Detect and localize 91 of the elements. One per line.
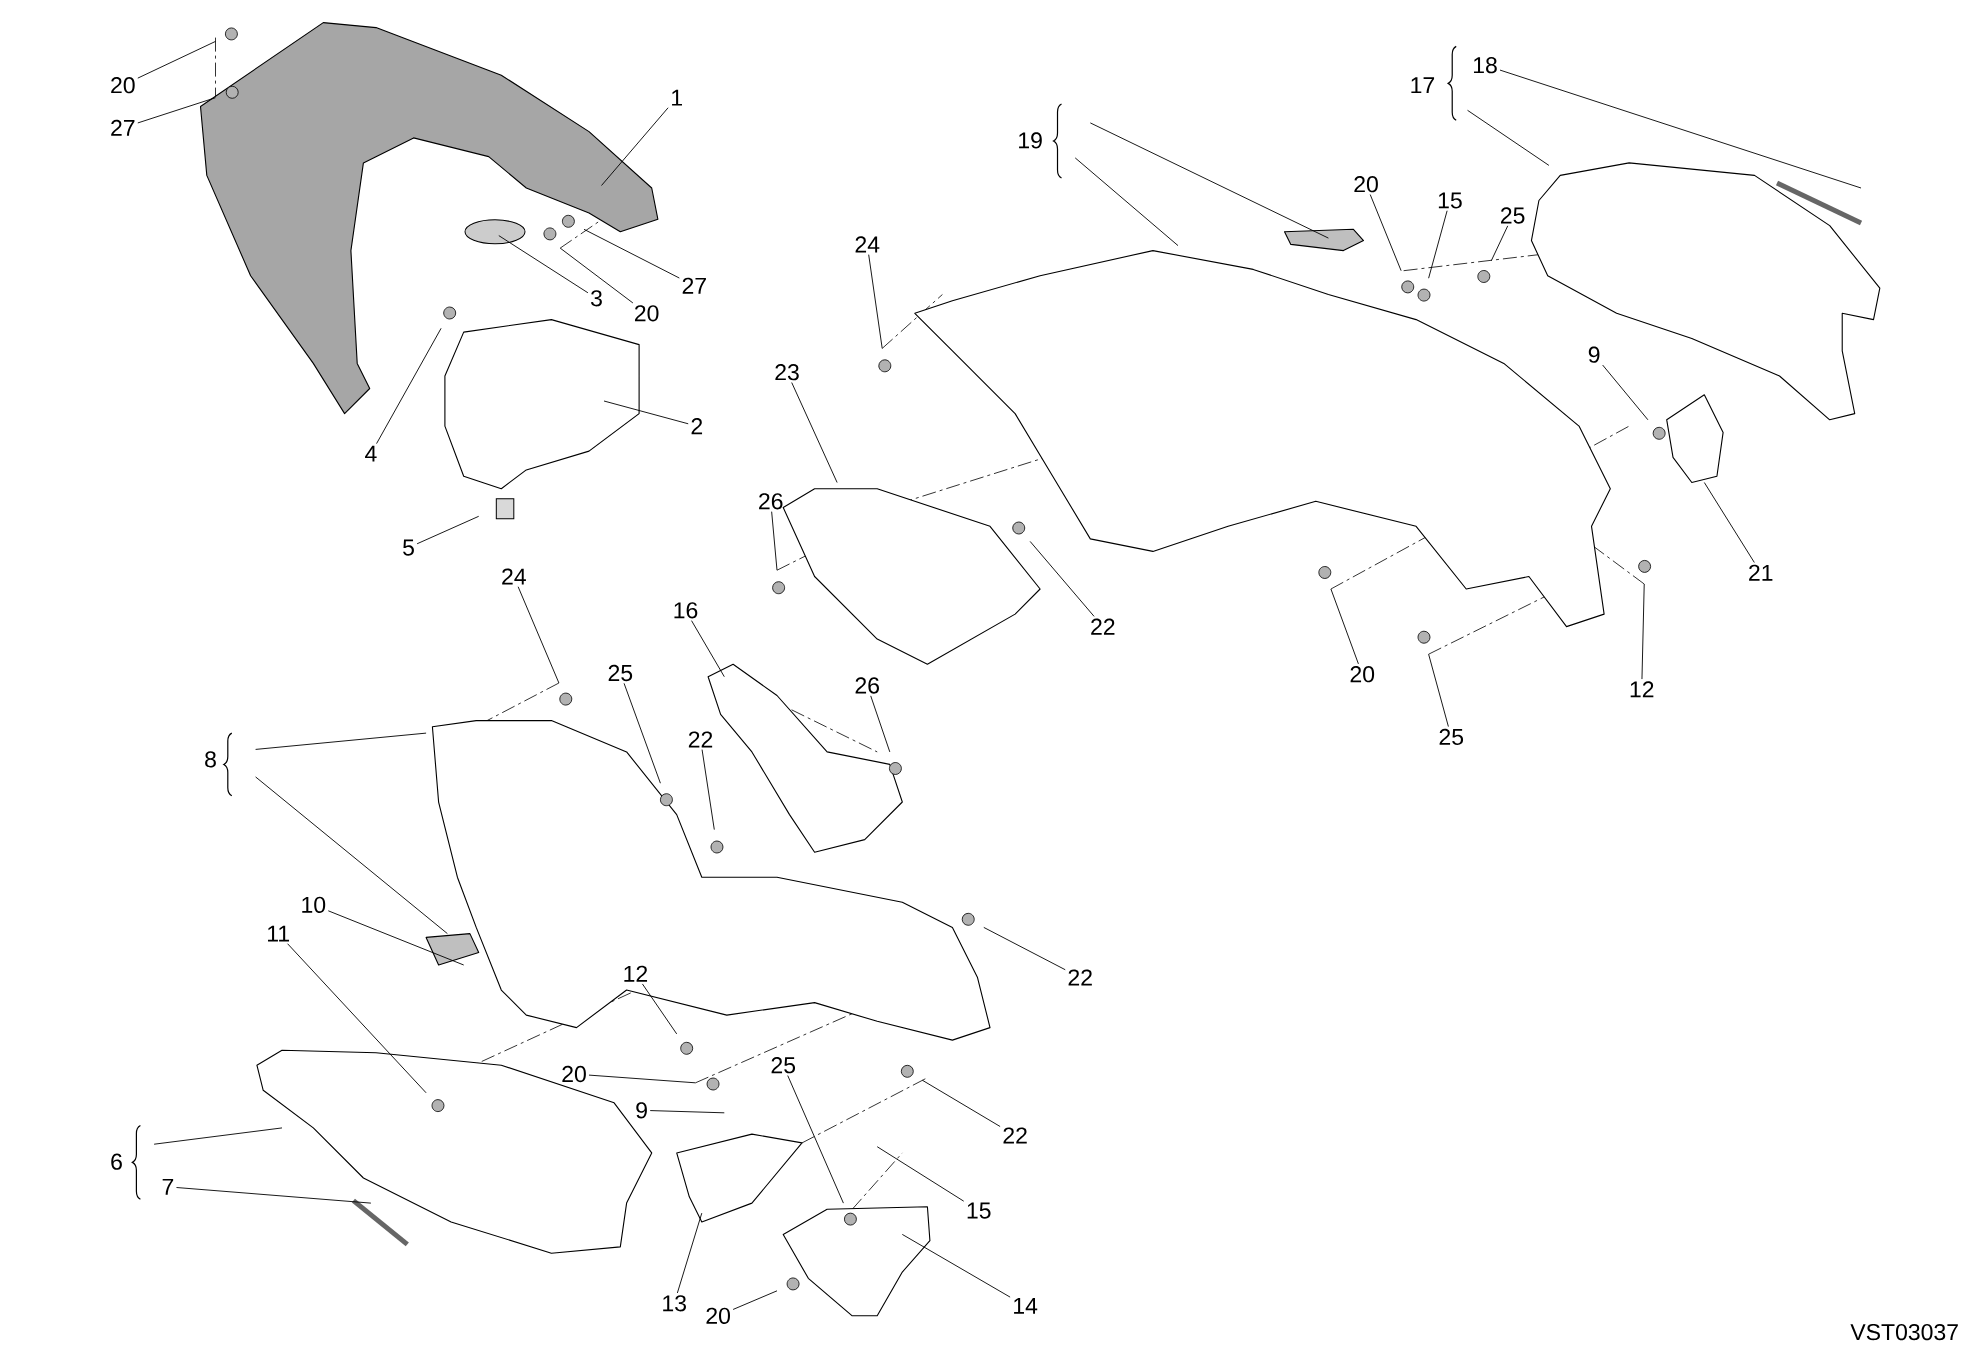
leader-line	[498, 235, 589, 294]
callout-number: 23	[775, 364, 799, 381]
leader-line	[517, 586, 560, 684]
callout-number: 25	[608, 664, 633, 682]
callout-number: 22	[688, 731, 713, 748]
callout-number: 11	[268, 925, 289, 942]
leader-line	[1641, 583, 1645, 680]
leader-line	[732, 1290, 778, 1310]
callout-number: 13	[663, 1295, 686, 1312]
callout-number: 16	[674, 602, 698, 619]
leader-line	[327, 910, 465, 966]
callout-number: 1	[672, 89, 682, 106]
callout-number: 19	[1019, 132, 1042, 149]
leader-line	[771, 511, 778, 571]
callout-number: 20	[635, 305, 659, 322]
leader-line	[1369, 194, 1402, 272]
callout-number: 12	[624, 965, 648, 982]
leader-line	[921, 1079, 1001, 1127]
callout-number: 10	[302, 896, 326, 913]
leader-line	[1428, 210, 1448, 279]
callout-number: 4	[365, 445, 377, 462]
leader-line	[787, 1075, 844, 1204]
leader-line	[649, 1110, 725, 1114]
leader-line	[983, 926, 1066, 971]
leader-line	[701, 749, 715, 831]
callout-number: 25	[1501, 207, 1525, 224]
leader-line	[255, 732, 427, 750]
callout-number: 20	[706, 1307, 730, 1324]
callout-number: 15	[1438, 192, 1462, 209]
callout-number: 22	[1091, 618, 1115, 635]
leader-line	[376, 327, 442, 445]
callout-number: 3	[591, 290, 602, 307]
leader-line	[901, 1233, 1011, 1298]
callout-number: 20	[562, 1065, 586, 1083]
leader-line	[1703, 482, 1755, 563]
leader-line	[1467, 109, 1550, 166]
callout-number: 26	[759, 493, 783, 510]
callout-number: 9	[1588, 346, 1600, 363]
leader-line	[1074, 157, 1179, 247]
leader-line	[137, 97, 216, 124]
callout-number: 25	[771, 1057, 796, 1074]
callout-number: 24	[855, 236, 880, 253]
callout-number: 27	[111, 119, 135, 136]
callout-number: 6	[111, 1153, 122, 1170]
leader-line	[1428, 653, 1449, 728]
drawing-number: VST03037	[1850, 1323, 1958, 1341]
leader-line	[176, 1187, 372, 1204]
callout-number: 25	[1439, 728, 1464, 746]
leader-line	[559, 247, 634, 304]
leader-line	[287, 943, 427, 1094]
callout-number: 20	[1350, 666, 1375, 683]
callout-number: 14	[1014, 1297, 1038, 1314]
leader-line	[583, 228, 680, 279]
callout-number: 22	[1068, 969, 1092, 986]
leader-line	[1602, 364, 1649, 421]
leader-line	[691, 620, 725, 678]
callout-number: 27	[682, 277, 706, 294]
callout-number: 20	[1354, 176, 1378, 193]
leader-line	[1029, 540, 1095, 617]
callout-number: 9	[636, 1102, 647, 1119]
leader-line	[876, 1146, 965, 1202]
callout-number: 26	[855, 677, 879, 694]
leader-line	[255, 776, 448, 935]
callout-number: 8	[205, 751, 216, 768]
leader-line	[1490, 225, 1509, 262]
leader-line	[137, 40, 216, 79]
leader-line	[1330, 588, 1359, 665]
callout-number: 12	[1630, 681, 1654, 698]
callout-number: 22	[1003, 1127, 1027, 1144]
callout-number: 5	[403, 539, 414, 556]
leader-line	[641, 983, 678, 1035]
callout-number: 17	[1411, 77, 1435, 94]
leader-line	[676, 1212, 703, 1294]
callout-number: 2	[691, 418, 703, 435]
leader-line	[868, 254, 883, 349]
leader-line	[870, 695, 891, 753]
callout-number: 21	[1749, 564, 1773, 581]
callout-number: 20	[111, 77, 135, 94]
callout-number: 24	[502, 568, 526, 585]
leader-line	[791, 382, 838, 483]
callout-number: 15	[967, 1202, 991, 1219]
callout-number: 7	[162, 1178, 174, 1195]
leader-line	[603, 400, 689, 425]
leader-line	[153, 1127, 283, 1145]
leader-line	[1089, 122, 1329, 239]
leader-line	[1499, 69, 1862, 189]
leader-line	[623, 682, 661, 784]
callout-number: 18	[1474, 57, 1497, 74]
leader-line	[588, 1074, 696, 1084]
leader-line	[416, 515, 480, 545]
leader-line	[601, 107, 669, 186]
